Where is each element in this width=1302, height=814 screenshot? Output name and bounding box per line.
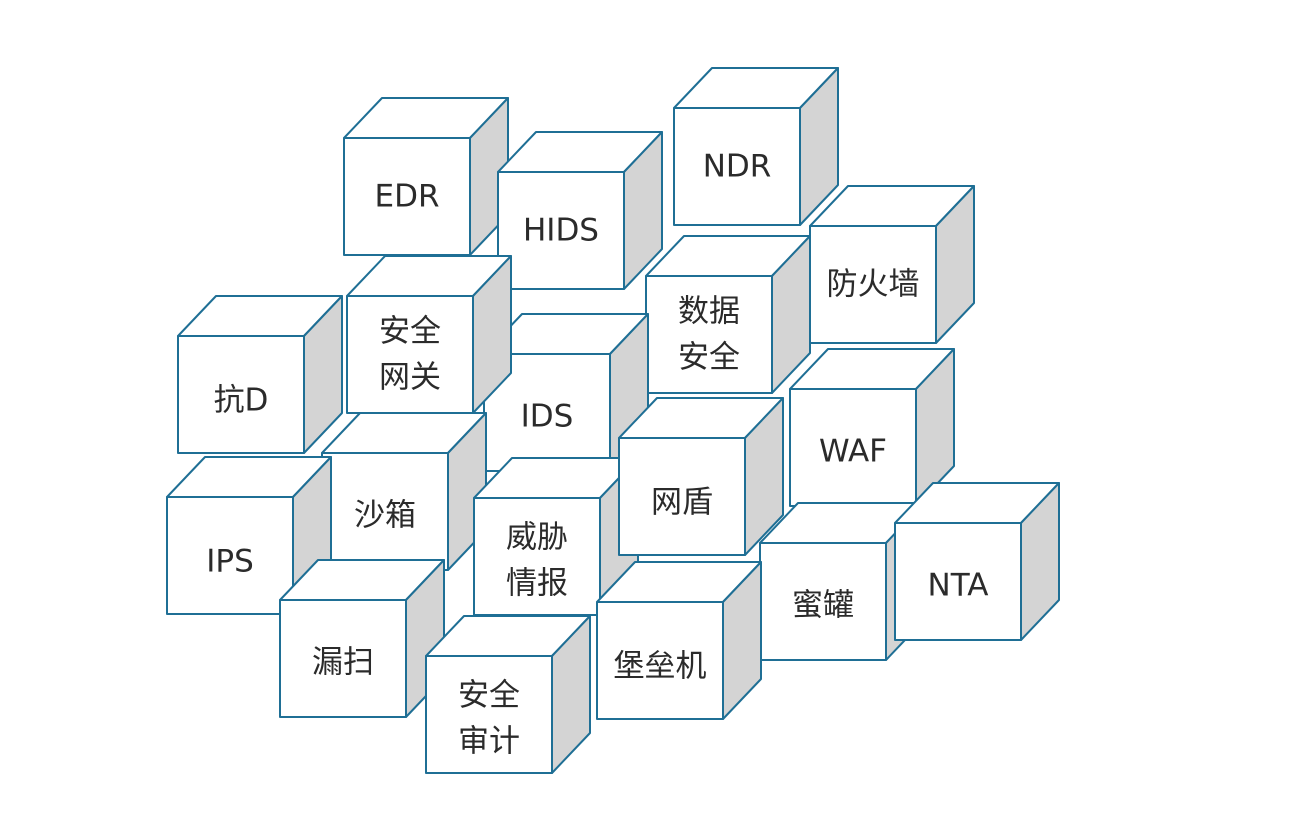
cube-label: 安全 xyxy=(458,678,520,714)
cube-front-face xyxy=(346,295,474,414)
cube-front-face xyxy=(673,107,801,226)
cube-firewall: 防火墙 xyxy=(809,185,975,344)
cube-front-face xyxy=(497,171,625,290)
cube-front-face xyxy=(618,437,746,556)
cube-front-face xyxy=(645,275,773,394)
cube-nta: NTA xyxy=(894,482,1060,641)
cube-front-face xyxy=(343,137,471,256)
cube-hids: HIDS xyxy=(497,131,663,290)
cube-front-face xyxy=(894,522,1022,641)
cube-front-face xyxy=(279,599,407,718)
cube-label: 审计 xyxy=(458,724,520,760)
cube-front-face xyxy=(166,496,294,615)
cube-front-face xyxy=(789,388,917,507)
cube-label: 堡垒机 xyxy=(614,649,707,685)
cube-label: 网盾 xyxy=(651,485,713,521)
cube-label: HIDS xyxy=(523,213,599,249)
cube-label: NDR xyxy=(703,149,772,185)
cube-front-face xyxy=(425,655,553,774)
cube-ids: IDS xyxy=(483,313,649,472)
cube-front-face xyxy=(321,452,449,571)
cube-label: 网关 xyxy=(379,360,441,396)
cube-bastion-host: 堡垒机 xyxy=(596,561,762,720)
cube-label: 安全 xyxy=(678,340,740,376)
cube-front-face xyxy=(596,601,724,720)
cube-label: WAF xyxy=(819,434,887,470)
cube-label: 情报 xyxy=(506,566,568,602)
cube-ndr: NDR xyxy=(673,67,839,226)
cube-label: 漏扫 xyxy=(312,645,374,681)
cube-front-face xyxy=(759,542,887,661)
cube-waf: WAF xyxy=(789,348,955,507)
cube-vuln-scan: 漏扫 xyxy=(279,559,445,718)
cube-label: 蜜罐 xyxy=(792,588,854,624)
cube-anti-ddos: 抗D xyxy=(177,295,343,454)
cube-front-face xyxy=(473,497,601,616)
cube-ips: IPS xyxy=(166,456,332,615)
cube-edr: EDR xyxy=(343,97,509,256)
cube-front-face xyxy=(809,225,937,344)
cube-front-face xyxy=(177,335,305,454)
cube-label: IPS xyxy=(206,544,254,580)
cube-web-shield: 网盾 xyxy=(618,397,784,556)
cube-label: 威胁 xyxy=(506,520,568,556)
cube-label: NTA xyxy=(928,568,989,604)
cube-label: 抗D xyxy=(214,383,269,419)
cube-label: EDR xyxy=(375,179,440,215)
cube-label: IDS xyxy=(521,399,574,435)
cube-label: 数据 xyxy=(678,294,740,330)
cube-sandbox: 沙箱 xyxy=(321,412,487,571)
cube-label: 沙箱 xyxy=(354,498,416,534)
cube-label: 防火墙 xyxy=(827,267,920,303)
cube-label: 安全 xyxy=(379,314,441,350)
